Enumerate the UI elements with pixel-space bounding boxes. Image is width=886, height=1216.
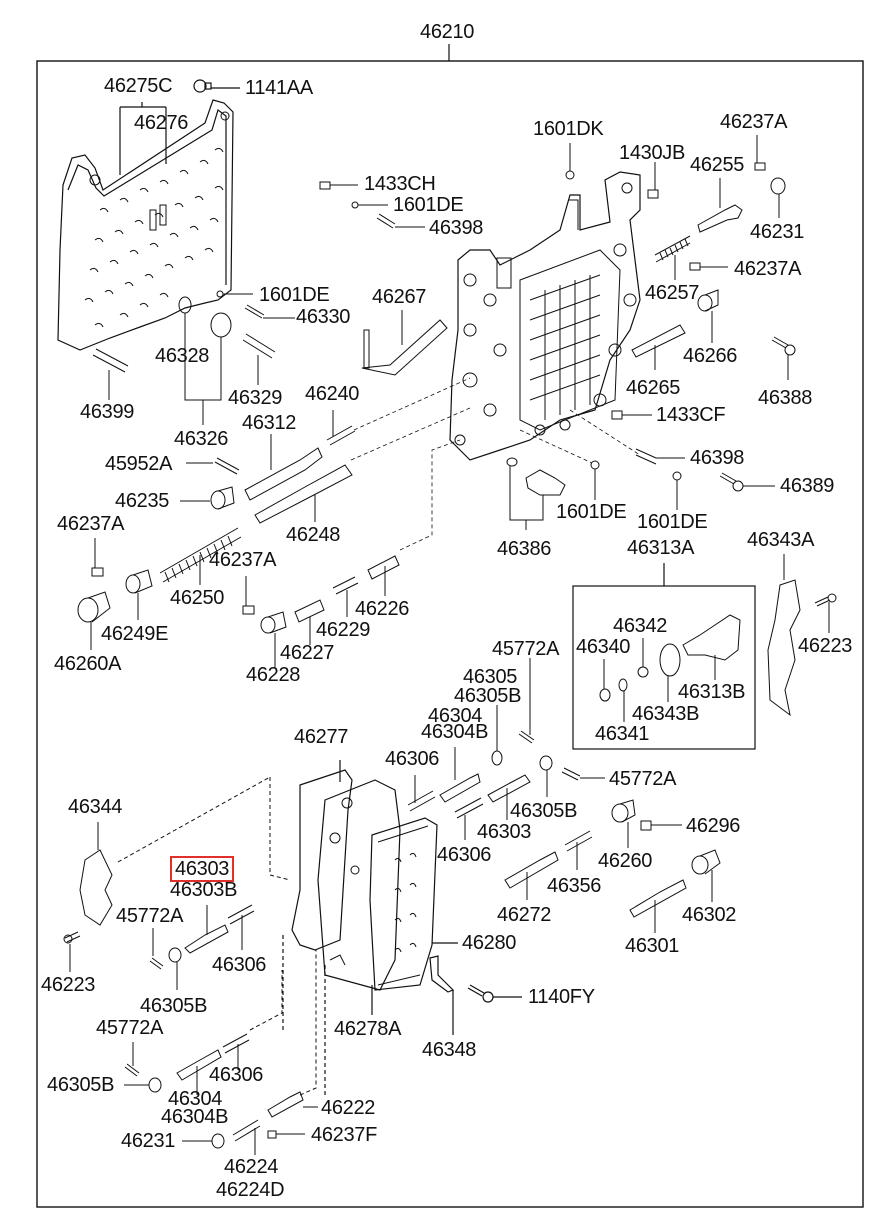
part-label: 46304 (168, 1088, 223, 1110)
part-label: 46343B (632, 703, 700, 725)
part-label: 46305B (510, 800, 578, 822)
part-label: 46305B (47, 1074, 115, 1096)
part-label: 46272 (497, 904, 552, 926)
part-label: 46266 (683, 345, 738, 367)
part-label: 46240 (305, 383, 360, 405)
part-label: 46296 (686, 815, 741, 837)
part-label: 46342 (613, 615, 668, 637)
part-label: 46249E (101, 623, 169, 645)
part-label: 46301 (625, 935, 680, 957)
part-label: 45952A (105, 453, 173, 475)
part-label: 46343A (747, 529, 815, 551)
part-label: 46227 (280, 642, 335, 664)
part-label: 46330 (296, 306, 351, 328)
part-label: 46226 (355, 598, 410, 620)
separator-plate-46276 (57, 99, 234, 351)
part-label: 46224D (216, 1179, 285, 1201)
part-label: 46304 (428, 705, 483, 727)
part-label: 1433CF (656, 404, 726, 426)
part-label: 46313A (627, 537, 695, 559)
part-label: 1601DE (637, 511, 708, 533)
part-label: 45772A (116, 905, 184, 927)
part-label: 46223 (41, 974, 96, 996)
part-label: 46356 (547, 875, 602, 897)
part-label: 46237F (311, 1124, 378, 1146)
part-label: 45772A (609, 768, 677, 790)
part-label: 46280 (462, 932, 517, 954)
part-label: 1601DE (556, 501, 627, 523)
part-label: 1430JB (619, 142, 686, 164)
part-label: 46306 (209, 1064, 264, 1086)
part-label: 46265 (626, 377, 681, 399)
part-label: 46304B (161, 1106, 229, 1128)
part-label: 46267 (372, 286, 427, 308)
upper-valve-body (449, 171, 641, 461)
part-label: 1433CH (364, 173, 436, 195)
part-label: 46257 (645, 282, 700, 304)
part-label: 46255 (690, 154, 745, 176)
part-label: 1601DE (259, 284, 330, 306)
part-label: 1141AA (245, 77, 313, 99)
highlighted-part-label[interactable]: 46303 (169, 856, 235, 882)
lower-valve-body (282, 760, 522, 1095)
part-label: 45772A (492, 638, 560, 660)
part-label: 46278A (334, 1018, 402, 1040)
part-label: 46344 (68, 796, 123, 818)
part-label: 46326 (174, 428, 229, 450)
part-label: 45772A (96, 1017, 164, 1039)
part-label: 46237A (57, 513, 125, 535)
part-label: 46260 (598, 850, 653, 872)
part-label: 46260A (54, 653, 122, 675)
part-label: 46313B (678, 681, 746, 703)
part-label: 46229 (316, 619, 371, 641)
part-label: 46389 (780, 475, 835, 497)
part-label: 46275C (104, 75, 173, 97)
part-label: 46399 (80, 401, 135, 423)
part-label: 46223 (798, 635, 853, 657)
part-label: 46305B (140, 995, 208, 1017)
part-label: 46231 (121, 1130, 176, 1152)
part-label: 46305B (454, 685, 522, 707)
part-label: 46237A (209, 549, 277, 571)
part-label: 46340 (576, 636, 631, 658)
small-parts (63, 135, 837, 1155)
part-label: 46276 (134, 112, 189, 134)
part-label: 46237A (734, 258, 802, 280)
part-label: 46312 (242, 412, 297, 434)
part-label: 46222 (321, 1097, 376, 1119)
assembly-frame (36, 60, 864, 1208)
part-label: 46329 (228, 387, 283, 409)
part-label: 46306 (212, 954, 267, 976)
part-label: 46237A (720, 111, 788, 133)
part-label: 46328 (155, 345, 210, 367)
part-label: 46398 (690, 447, 745, 469)
part-label: 46386 (497, 538, 552, 560)
part-label: 46304B (421, 721, 489, 743)
part-label: 46235 (115, 490, 170, 512)
part-label: 1140FY (528, 986, 595, 1008)
part-label: 46250 (170, 587, 225, 609)
part-label: 46305 (463, 666, 518, 688)
part-label: 46231 (750, 221, 805, 243)
part-label: 46306 (437, 844, 492, 866)
part-label: 1601DK (533, 118, 604, 140)
part-label: 46277 (294, 726, 349, 748)
part-label: 46306 (385, 748, 440, 770)
part-label: 46341 (595, 723, 650, 745)
part-label: 46224 (224, 1156, 279, 1178)
part-label: 46302 (682, 904, 737, 926)
part-label: 46210 (420, 21, 475, 43)
part-label: 46228 (246, 664, 301, 686)
part-label: 46248 (286, 524, 341, 546)
part-label: 46388 (758, 387, 813, 409)
part-label: 46398 (429, 217, 484, 239)
part-label: 46348 (422, 1039, 477, 1061)
bolt-1141AA (193, 79, 212, 93)
part-label: 46303 (477, 821, 532, 843)
part-label: 1601DE (393, 194, 464, 216)
part-label: 46303B (170, 879, 238, 901)
